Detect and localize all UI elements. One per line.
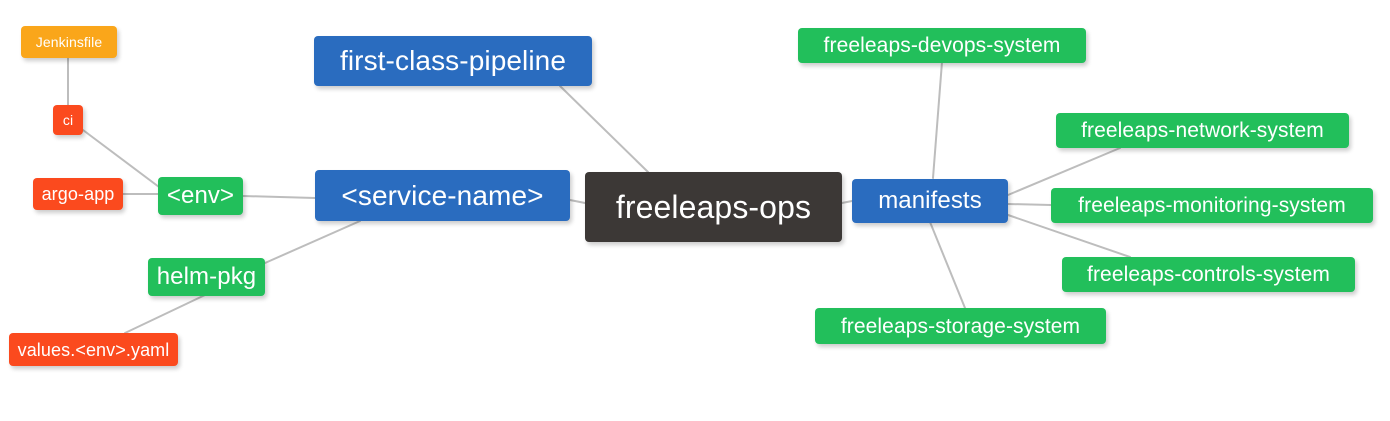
edge-manifests-storage-system: [929, 221, 966, 309]
node-label-helm-pkg: helm-pkg: [156, 263, 257, 290]
edge-root-service-name: [569, 199, 586, 204]
node-label-jenkinsfile: Jenkinsfile: [35, 34, 103, 50]
node-label-service-name: <service-name>: [341, 179, 544, 211]
node-label-env: <env>: [166, 182, 235, 209]
edge-root-first-class-pipeline: [559, 85, 649, 173]
node-freeleaps-ops[interactable]: freeleaps-ops: [585, 172, 842, 242]
edge-helm-pkg-values-yaml: [124, 294, 206, 334]
node-helm-pkg[interactable]: helm-pkg: [148, 258, 265, 296]
node-label-values-env-yaml: values.<env>.yaml: [17, 339, 170, 360]
node-jenkinsfile[interactable]: Jenkinsfile: [21, 26, 117, 58]
node-freeleaps-controls-system[interactable]: freeleaps-controls-system: [1062, 257, 1355, 292]
node-env[interactable]: <env>: [158, 177, 243, 215]
node-freeleaps-devops-system[interactable]: freeleaps-devops-system: [798, 28, 1086, 63]
edge-service-name-helm-pkg: [264, 220, 361, 264]
edge-manifests-devops-system: [932, 61, 943, 179]
node-label-first-class-pipeline: first-class-pipeline: [339, 45, 567, 76]
edge-manifests-monitoring-system: [1007, 203, 1052, 206]
node-label-freeleaps-storage-system: freeleaps-storage-system: [840, 314, 1081, 338]
node-manifests[interactable]: manifests: [852, 179, 1008, 223]
node-label-freeleaps-network-system: freeleaps-network-system: [1081, 119, 1324, 142]
node-label-argo-app: argo-app: [41, 184, 115, 204]
node-label-freeleaps-monitoring-system: freeleaps-monitoring-system: [1078, 194, 1346, 217]
node-freeleaps-monitoring-system[interactable]: freeleaps-monitoring-system: [1051, 188, 1373, 223]
edge-root-manifests: [841, 200, 853, 204]
node-values-env-yaml[interactable]: values.<env>.yaml: [9, 333, 178, 366]
node-label-freeleaps-devops-system: freeleaps-devops-system: [823, 34, 1061, 57]
node-label-freeleaps-ops: freeleaps-ops: [615, 189, 812, 225]
node-label-ci: ci: [62, 112, 74, 128]
node-ci[interactable]: ci: [53, 105, 83, 135]
node-argo-app[interactable]: argo-app: [33, 178, 123, 210]
node-service-name[interactable]: <service-name>: [315, 170, 570, 221]
node-first-class-pipeline[interactable]: first-class-pipeline: [314, 36, 592, 86]
node-label-freeleaps-controls-system: freeleaps-controls-system: [1087, 263, 1330, 286]
node-freeleaps-network-system[interactable]: freeleaps-network-system: [1056, 113, 1349, 148]
edge-service-name-env: [242, 195, 316, 199]
node-label-manifests: manifests: [878, 187, 982, 214]
node-freeleaps-storage-system[interactable]: freeleaps-storage-system: [815, 308, 1106, 344]
